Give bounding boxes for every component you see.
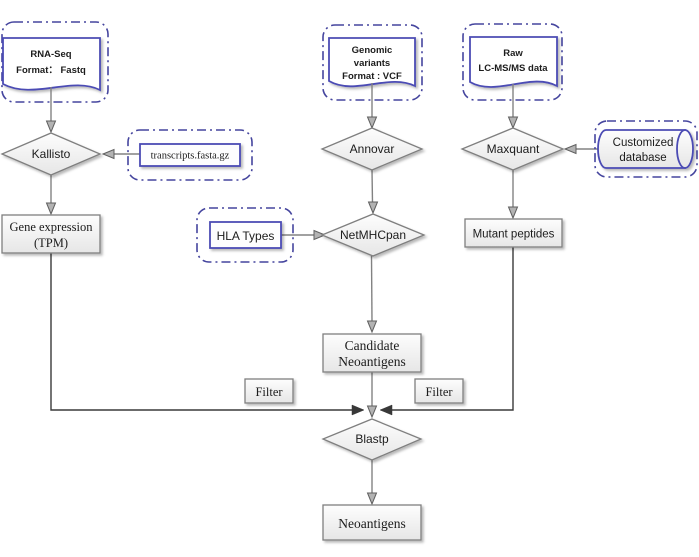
node-customized-database: Customized database — [594, 120, 698, 178]
dashed-frame — [462, 23, 563, 101]
doc-label: RNA-Seq — [30, 49, 71, 60]
database-label: database — [619, 152, 666, 164]
result-box — [322, 504, 422, 541]
doc-label: Format : VCF — [342, 71, 402, 82]
arrowhead-down — [366, 492, 378, 506]
node-transcripts-fasta: transcripts.fasta.gz — [127, 129, 253, 181]
diamond-shape — [460, 127, 565, 171]
arrowhead-left — [563, 143, 577, 155]
doc-label: Raw — [503, 48, 523, 59]
connector-netmhcpan-candidate — [370, 255, 373, 323]
node-maxquant: Maxquant — [460, 127, 565, 171]
cylinder-shape — [597, 129, 694, 169]
reference-box — [209, 221, 282, 249]
connector-annovar-netmhcpan — [371, 169, 374, 204]
reference-label: transcripts.fasta.gz — [151, 151, 230, 162]
node-neoantigens: Neoantigens — [322, 504, 422, 541]
reference-label: HLA Types — [217, 229, 275, 243]
arrowhead-down — [507, 116, 519, 130]
filter-box — [244, 378, 294, 404]
node-mutant-peptides: Mutant peptides — [464, 218, 563, 248]
dashed-frame — [322, 24, 423, 101]
arrowhead-down — [45, 120, 57, 134]
result-label: Neoantigens — [338, 516, 405, 531]
cylinder-face — [676, 129, 694, 169]
process-box — [1, 214, 101, 254]
diamond-shape — [320, 127, 424, 171]
node-hla-types: HLA Types — [196, 207, 294, 263]
filter-label: Filter — [255, 385, 283, 399]
arrowhead-down — [366, 116, 378, 130]
dashed-frame — [127, 129, 253, 181]
arrowhead-left — [379, 404, 393, 416]
arrowhead-right — [351, 404, 365, 416]
diamond-shape — [0, 132, 102, 176]
connector-mutant-blastp — [392, 247, 514, 411]
diamond-label: Kallisto — [32, 147, 71, 161]
node-candidate-neoantigens: Candidate Neoantigens — [322, 333, 422, 373]
diamond-label: Blastp — [355, 432, 389, 446]
node-netmhcpan: NetMHCpan — [320, 213, 426, 257]
document-shape — [328, 37, 416, 88]
process-box — [322, 333, 422, 373]
arrowhead-down — [366, 320, 378, 334]
diamond-shape — [320, 213, 426, 257]
process-box — [464, 218, 563, 248]
node-filter-left: Filter — [244, 378, 294, 404]
connectors — [45, 83, 600, 506]
database-label: Customized — [613, 137, 674, 149]
process-label: Mutant peptides — [473, 229, 555, 241]
doc-label: Format： Fastq — [16, 65, 86, 76]
arrowhead-down — [366, 405, 378, 419]
document-shape — [2, 37, 101, 92]
arrowhead-down — [507, 206, 519, 220]
doc-label: Genomic — [352, 45, 393, 56]
node-filter-right: Filter — [414, 378, 464, 404]
doc-label: LC-MS/MS data — [478, 63, 548, 74]
dashed-frame — [594, 120, 698, 178]
input-rnaseq: RNA-Seq Format： Fastq — [1, 21, 109, 103]
dashed-frame — [196, 207, 294, 263]
cylinder-body — [597, 129, 686, 169]
input-raw-lcms: Raw LC-MS/MS data — [462, 23, 563, 101]
node-annovar: Annovar — [320, 127, 424, 171]
connector-geneexp-blastp — [50, 253, 352, 411]
arrowhead-right — [313, 229, 327, 241]
diamond-label: NetMHCpan — [340, 228, 406, 242]
node-kallisto: Kallisto — [0, 132, 102, 176]
arrowhead-down — [45, 202, 57, 216]
node-blastp: Blastp — [321, 418, 423, 461]
arrowhead-left — [101, 148, 115, 160]
filter-box — [414, 378, 464, 404]
input-genomic-variants: Genomic variants Format : VCF — [322, 24, 423, 101]
reference-box — [139, 143, 241, 167]
doc-label: variants — [354, 58, 390, 69]
document-shape — [469, 36, 558, 88]
process-label: Candidate — [345, 338, 400, 353]
dashed-frame — [1, 21, 109, 103]
node-gene-expression: Gene expression (TPM) — [1, 214, 101, 254]
process-label: (TPM) — [34, 236, 68, 250]
diamond-shape — [321, 418, 423, 461]
process-label: Gene expression — [10, 220, 94, 234]
diamond-label: Annovar — [350, 142, 395, 156]
filter-label: Filter — [425, 385, 453, 399]
diamond-label: Maxquant — [487, 142, 540, 156]
arrowhead-down — [367, 201, 379, 215]
process-label: Neoantigens — [338, 354, 405, 369]
